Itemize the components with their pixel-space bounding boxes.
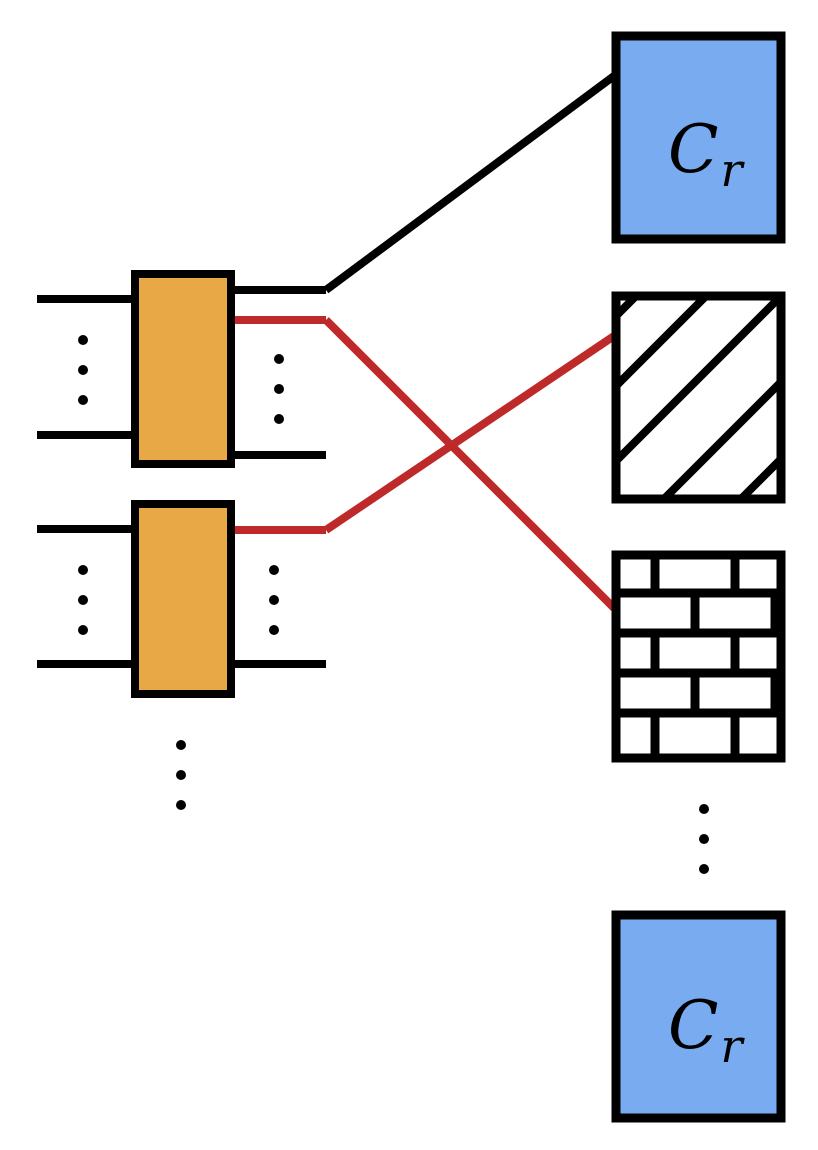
cr-bottom-label-main: C xyxy=(668,987,719,1064)
gate-top-left-vdots xyxy=(78,335,88,405)
gate-bottom-right-vdots xyxy=(269,565,279,635)
connection-gate-top-to-brick-box xyxy=(323,317,617,611)
cr-top-label-main: C xyxy=(668,111,719,188)
boxes-continuation-vdots xyxy=(699,804,709,874)
gate-bottom xyxy=(131,500,235,698)
gate-top-right-vdots xyxy=(274,354,284,424)
cr-top xyxy=(611,31,786,244)
brick-box xyxy=(611,550,786,763)
gate-bottom-left-vdots xyxy=(78,565,88,635)
cr-top-group: Cr xyxy=(611,31,786,244)
connection-gate-top-to-cr-top xyxy=(323,72,617,294)
brick-box-mortar xyxy=(616,555,781,758)
brick-box-group xyxy=(611,550,786,763)
cr-top-label-sub: r xyxy=(721,143,746,197)
cr-bottom-label: Cr xyxy=(668,987,746,1073)
gates-continuation-vdots xyxy=(176,740,186,810)
gate-bottom-group xyxy=(37,500,326,698)
hatched-box xyxy=(611,291,786,504)
cr-bottom-group: Cr xyxy=(611,910,786,1123)
cr-top-label: Cr xyxy=(668,111,746,197)
gate-top xyxy=(131,270,235,468)
cr-bottom xyxy=(611,910,786,1123)
connection-gate-bottom-to-hatched-box xyxy=(323,332,617,534)
cr-bottom-label-sub: r xyxy=(721,1019,746,1073)
hatched-box-group xyxy=(611,291,786,504)
gate-top-group xyxy=(37,270,326,468)
